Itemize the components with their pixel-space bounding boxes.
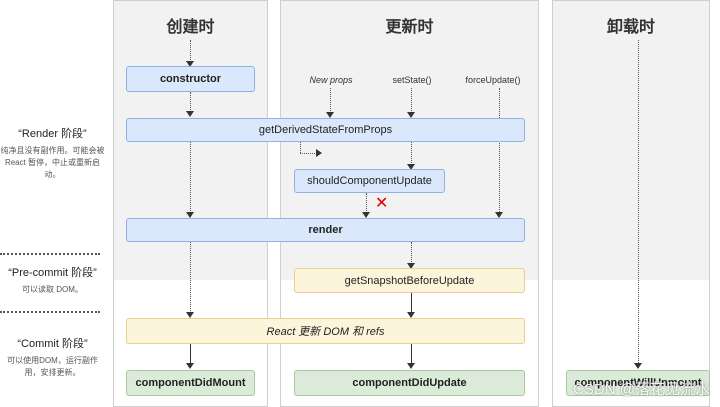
arrowhead-derived-mount xyxy=(186,111,194,117)
stage-divider-1 xyxy=(0,253,100,255)
precommit-phase-description: 可以读取 DOM。 xyxy=(22,285,83,294)
arrowhead-didupdate xyxy=(407,363,415,369)
arrow-should-update-to-render xyxy=(366,193,367,215)
updating-column: 更新时 xyxy=(280,0,539,407)
unmounting-column-title: 卸载时 xyxy=(606,19,655,36)
react-update-dom-box: React 更新 DOM 和 refs xyxy=(126,318,525,344)
arrowhead-dom-update xyxy=(407,312,415,318)
should-component-update-box: shouldComponentUpdate xyxy=(294,169,445,193)
arrow-to-constructor xyxy=(190,40,191,64)
arrow-forceupdate-to-render xyxy=(499,88,500,216)
arrow-dom-to-didmount xyxy=(190,344,191,364)
trigger-set-state: setState() xyxy=(392,75,432,85)
arrowhead-should-update xyxy=(407,164,415,170)
component-did-update-box: componentDidUpdate xyxy=(294,370,525,396)
render-phase-label: “Render 阶段” 纯净且没有副作用。可能会被 React 暂停，中止或重新… xyxy=(0,125,105,181)
arrow-to-will-unmount xyxy=(638,40,639,365)
commit-phase-title: “Commit 阶段” xyxy=(17,338,88,350)
arrow-render-to-snapshot xyxy=(411,242,412,266)
arrowhead-newprops xyxy=(326,112,334,118)
arrow-constructor-to-derived xyxy=(190,92,191,114)
arrow-render-to-dom-mount xyxy=(190,242,191,315)
arrowhead-forceupdate xyxy=(495,212,503,218)
arrowhead-dom-mount xyxy=(186,312,194,318)
unmounting-column: 卸载时 xyxy=(552,0,710,407)
trigger-new-props: New props xyxy=(309,75,353,85)
component-did-mount-box: componentDidMount xyxy=(126,370,255,396)
arrow-newprops-to-derived xyxy=(330,88,331,115)
mounting-column-title: 创建时 xyxy=(166,19,215,36)
red-x-icon: ✕ xyxy=(375,195,389,212)
render-phase-title: “Render 阶段” xyxy=(18,128,87,140)
get-snapshot-before-update-box: getSnapshotBeforeUpdate xyxy=(294,268,525,293)
constructor-box: constructor xyxy=(126,66,255,92)
arrow-setstate-down xyxy=(411,88,412,115)
arrow-props-branch xyxy=(300,142,301,153)
commit-phase-label: “Commit 阶段” 可以使用DOM，运行副作用，安排更新。 xyxy=(0,335,105,379)
arrowhead-constructor xyxy=(186,61,194,67)
precommit-phase-title: “Pre-commit 阶段” xyxy=(8,267,97,279)
arrow-derived-to-render-mount xyxy=(190,142,191,215)
trigger-force-update: forceUpdate() xyxy=(465,75,521,85)
get-derived-state-box: getDerivedStateFromProps xyxy=(126,118,525,142)
arrow-props-into-should-update xyxy=(300,153,317,154)
arrow-derived-to-should-update xyxy=(411,142,412,167)
arrowhead-setstate xyxy=(407,112,415,118)
arrowhead-render-update xyxy=(362,212,370,218)
render-phase-description: 纯净且没有副作用。可能会被 React 暂停，中止或重新启动。 xyxy=(0,146,105,179)
arrowhead-will-unmount xyxy=(634,363,642,369)
arrow-dom-to-didupdate xyxy=(411,344,412,364)
render-box: render xyxy=(126,218,525,242)
arrowhead-snapshot xyxy=(407,263,415,269)
arrowhead-didmount xyxy=(186,363,194,369)
arrowhead-props-branch xyxy=(316,149,322,157)
arrow-snapshot-to-dom xyxy=(411,293,412,315)
stage-divider-2 xyxy=(0,311,100,313)
commit-phase-description: 可以使用DOM，运行副作用，安排更新。 xyxy=(7,356,98,377)
component-will-unmount-box: componentWillUnmount xyxy=(566,370,710,396)
precommit-phase-label: “Pre-commit 阶段” 可以读取 DOM。 xyxy=(0,264,105,296)
watermark: CSDN @落花见流水 xyxy=(573,381,710,398)
updating-column-title: 更新时 xyxy=(385,19,434,36)
arrowhead-render-mount xyxy=(186,212,194,218)
